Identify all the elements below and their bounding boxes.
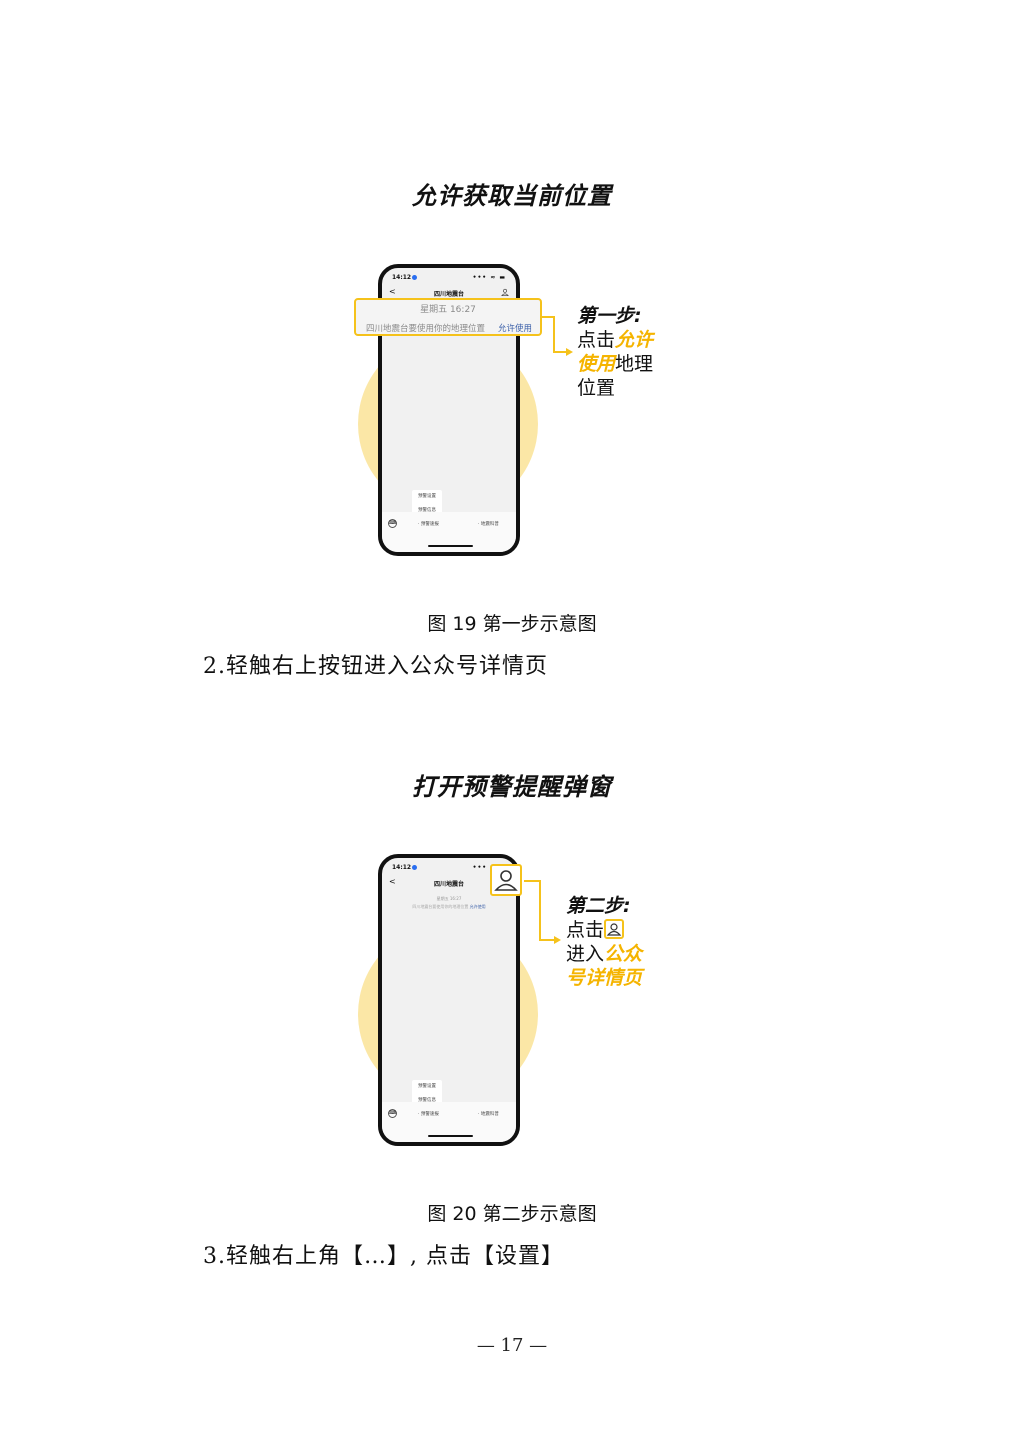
step-1-pre: 点击	[577, 329, 616, 351]
keyboard-icon[interactable]: ⌨	[388, 1109, 397, 1118]
step-1-post: 地理	[615, 353, 654, 375]
phone-mockup: 14:12 ••• ≈ ▬ < 四川地震台 星期五 16:27 四川地震台要使用…	[378, 854, 520, 1146]
step-1-head: 第一步:	[577, 305, 642, 327]
user-icon	[604, 919, 625, 939]
step-1-highlight: 允许	[615, 329, 654, 351]
figure-20-caption: 图 20 第二步示意图	[427, 1203, 597, 1225]
status-icons: ••• ≈ ▬	[472, 864, 505, 871]
message-location-request: 四川地震台要使用你的地理位置 允许使用	[412, 904, 486, 909]
nav-title: 四川地震台	[433, 881, 464, 888]
step-2-head: 第二步:	[566, 895, 631, 917]
bottom-menu-science[interactable]: · 地震科普	[478, 1112, 499, 1117]
callout-connector-arrow	[524, 880, 561, 944]
user-icon	[494, 870, 518, 891]
bottom-menu-science[interactable]: · 地震科普	[478, 522, 499, 527]
menu-item-warning-settings[interactable]: 预警设置	[418, 1084, 436, 1089]
step-2-label: 第二步: 点击 进入公众 号详情页	[566, 894, 642, 990]
status-icons: ••• ≈ ▬	[472, 274, 506, 281]
allow-use-link[interactable]: 允许使用	[469, 904, 486, 909]
status-time: 14:12	[392, 864, 418, 871]
menu-item-warning-settings[interactable]: 预警设置	[418, 494, 436, 499]
back-icon[interactable]: <	[389, 877, 396, 886]
page-number: — 17 —	[476, 1335, 548, 1356]
figure-19-caption: 图 19 第一步示意图	[427, 613, 597, 635]
home-indicator	[428, 1135, 473, 1137]
bottom-menu-quick-report[interactable]: · 预警速报	[418, 1112, 439, 1117]
message-time: 星期五 16:27	[436, 896, 462, 901]
callout-connector-arrow	[542, 316, 573, 356]
nav-title: 四川地震台	[433, 291, 464, 298]
instruction-2: 2.轻触右上按钮进入公众号详情页	[203, 654, 548, 679]
menu-item-warning-info[interactable]: 预警信息	[418, 1098, 436, 1103]
section-1-title: 允许获取当前位置	[412, 182, 612, 210]
figure-20: 14:12 ••• ≈ ▬ < 四川地震台 星期五 16:27 四川地震台要使用…	[340, 854, 700, 1154]
home-indicator	[428, 545, 473, 547]
user-icon[interactable]	[501, 288, 509, 296]
bottom-bar: ⌨ · 预警速报 · 地震科普	[382, 1102, 516, 1142]
step-1-label: 第一步: 点击允许 使用地理 位置	[577, 304, 653, 400]
nav-bar: < 四川地震台	[382, 286, 516, 300]
figure-19: 14:12 ••• ≈ ▬ < 四川地震台 预警设置 预警信息 ⌨ · 预警速报…	[340, 264, 700, 564]
step-1-post-2: 位置	[577, 377, 616, 399]
callout-text: 四川地震台要使用你的地理位置	[366, 324, 486, 334]
step-2-highlight: 公众	[604, 943, 643, 965]
back-icon[interactable]: <	[389, 287, 396, 296]
allow-use-link[interactable]: 允许使用	[497, 324, 532, 334]
step-1-highlight-2: 使用	[577, 353, 616, 375]
status-time: 14:12	[392, 274, 418, 281]
menu-item-warning-info[interactable]: 预警信息	[418, 508, 436, 513]
step-2-highlight-2: 号详情页	[566, 967, 643, 989]
instruction-3: 3.轻触右上角【…】, 点击【设置】	[203, 1244, 564, 1269]
section-2-title: 打开预警提醒弹窗	[412, 773, 612, 801]
status-bar: 14:12 ••• ≈ ▬	[382, 272, 516, 284]
nav-bar: < 四川地震台	[382, 876, 516, 890]
profile-button-callout[interactable]	[490, 864, 522, 896]
bottom-menu-quick-report[interactable]: · 预警速报	[418, 522, 439, 527]
step-2-line2-pre: 进入	[566, 943, 605, 965]
step-2-pre: 点击	[566, 919, 605, 941]
callout-time: 星期五 16:27	[420, 305, 476, 315]
keyboard-icon[interactable]: ⌨	[388, 519, 397, 528]
status-bar: 14:12 ••• ≈ ▬	[382, 862, 516, 874]
location-permission-callout: 星期五 16:27 四川地震台要使用你的地理位置 允许使用	[354, 298, 542, 336]
bottom-bar: ⌨ · 预警速报 · 地震科普	[382, 512, 516, 552]
